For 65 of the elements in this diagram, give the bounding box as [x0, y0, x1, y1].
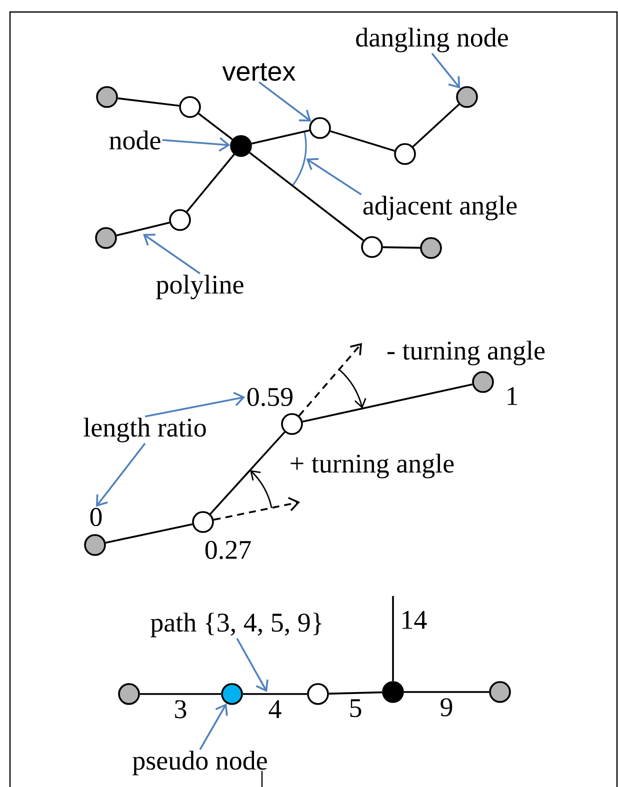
node-circle	[169, 209, 191, 231]
callout-text: polyline	[156, 274, 244, 300]
edge-label: 3	[175, 700, 186, 718]
line-segment	[328, 691, 382, 695]
edge-label: 14	[402, 610, 427, 629]
leader-line	[258, 81, 312, 122]
edge-label: 5	[350, 699, 362, 718]
node-circle	[84, 534, 106, 556]
leader-line	[431, 52, 460, 89]
line-segment	[140, 693, 222, 695]
leader-line	[96, 442, 146, 507]
node-circle	[394, 143, 416, 165]
ratio-label: 0.27	[205, 540, 251, 560]
line-segment	[116, 222, 170, 236]
leader-line	[199, 703, 228, 750]
line-segment	[251, 130, 310, 144]
node-circle	[118, 683, 140, 705]
line-segment	[302, 383, 473, 423]
angle-arc	[292, 131, 307, 186]
line-segment	[382, 246, 420, 249]
callout-text: adjacent angle	[363, 196, 517, 220]
node-circle	[489, 681, 511, 703]
leader-line	[144, 392, 246, 418]
line-segment	[249, 152, 364, 242]
node-circle	[179, 96, 201, 118]
line-segment	[404, 691, 490, 693]
node-circle	[382, 681, 404, 703]
edge-label: 4	[268, 700, 282, 718]
line-segment	[186, 154, 235, 212]
callout-text: node	[109, 130, 160, 150]
line-segment	[210, 431, 286, 515]
edge-label: 9	[440, 698, 452, 716]
node-circle	[281, 413, 303, 435]
callout-text: length ratio	[84, 418, 206, 442]
line-segment	[392, 596, 394, 682]
line-segment	[412, 104, 460, 148]
callout-text: path {3, 4, 5, 9}	[150, 612, 322, 638]
node-circle	[361, 236, 383, 258]
dashed-arrow	[298, 343, 362, 416]
dashed-arrow	[214, 496, 300, 521]
node-circle	[307, 683, 329, 705]
callout-text: dangling node	[356, 28, 508, 52]
line-segment	[118, 97, 180, 107]
node-circle	[309, 117, 331, 139]
ratio-label: 1	[508, 387, 518, 405]
leader-line	[143, 234, 200, 274]
leader-line	[306, 158, 362, 196]
leader-line	[162, 137, 230, 152]
callout-text: 0	[90, 508, 102, 526]
node-circle	[221, 683, 243, 705]
node-circle	[456, 86, 478, 108]
line-segment	[105, 523, 193, 544]
node-circle	[230, 135, 252, 157]
node-circle	[96, 86, 118, 108]
callout-text: vertex	[222, 63, 296, 81]
angle-label: - turning angle	[388, 340, 545, 366]
leader-line	[236, 638, 268, 692]
angle-label: + turning angle	[290, 454, 454, 478]
node-circle	[420, 237, 442, 259]
callout-text: 0.59	[247, 388, 292, 406]
node-circle	[95, 227, 117, 249]
line-segment	[242, 693, 308, 695]
callout-text: pseudo node	[132, 750, 267, 776]
line-segment	[198, 112, 233, 140]
line-segment	[330, 130, 395, 152]
